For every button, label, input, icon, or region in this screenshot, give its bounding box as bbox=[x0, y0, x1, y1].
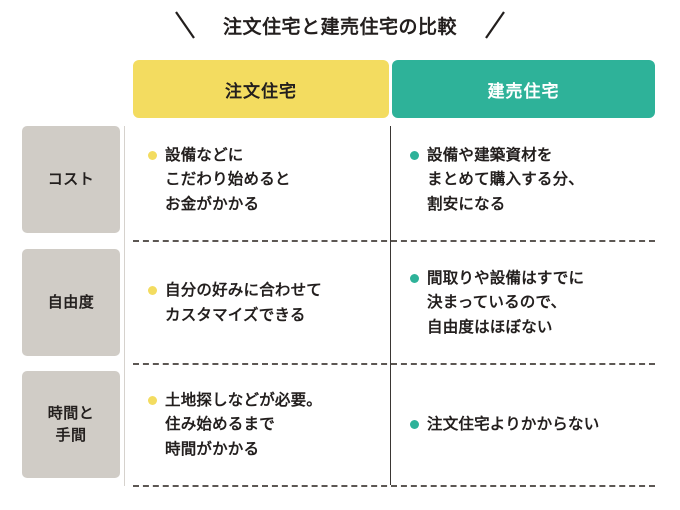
bullet-line: 設備などに bbox=[165, 145, 244, 164]
column-header-custom-home: 注文住宅 bbox=[133, 60, 389, 118]
cell-freedom-custom: 自分の好みに合わせて カスタマイズできる bbox=[148, 249, 384, 356]
vertical-divider-center bbox=[390, 126, 391, 485]
bullet-line: 割安になる bbox=[427, 194, 506, 213]
row-label-time-effort: 時間と 手間 bbox=[22, 371, 120, 478]
slash-left-icon bbox=[175, 11, 195, 39]
bullet-item: 設備や建築資材を まとめて購入する分、 割安になる bbox=[410, 143, 584, 216]
cell-time-prebuilt: 注文住宅よりかからない bbox=[410, 371, 660, 478]
cell-cost-prebuilt: 設備や建築資材を まとめて購入する分、 割安になる bbox=[410, 126, 660, 233]
bullet-line: まとめて購入する分、 bbox=[427, 170, 585, 189]
bullet-item: 自分の好みに合わせて カスタマイズできる bbox=[148, 278, 322, 327]
cell-time-custom: 土地探しなどが必要。 住み始めるまで 時間がかかる bbox=[148, 371, 384, 478]
row-label-cost: コスト bbox=[22, 126, 120, 233]
table-row: 自由度 自分の好みに合わせて カスタマイズできる 間取りや設備はすでに 決まって… bbox=[0, 249, 680, 363]
row-label-line: 時間と bbox=[47, 403, 95, 422]
bullet-line: お金がかかる bbox=[165, 194, 260, 213]
row-separator-2 bbox=[133, 363, 655, 365]
title-row: 注文住宅と建売住宅の比較 bbox=[0, 6, 680, 44]
column-header-label: 注文住宅 bbox=[225, 81, 297, 102]
row-separator-3 bbox=[133, 485, 655, 487]
row-label-line: 自由度 bbox=[47, 292, 95, 311]
column-header-prebuilt-home: 建売住宅 bbox=[392, 60, 655, 118]
row-label-freedom: 自由度 bbox=[22, 249, 120, 356]
page-title: 注文住宅と建売住宅の比較 bbox=[222, 15, 457, 38]
table-row: 時間と 手間 土地探しなどが必要。 住み始めるまで 時間がかかる 注文住宅よりか… bbox=[0, 371, 680, 485]
bullet-line: 決まっているので、 bbox=[427, 293, 567, 312]
bullet-line: 自由度はほぼない bbox=[427, 317, 553, 336]
bullet-line: 住み始めるまで bbox=[165, 415, 275, 434]
cell-freedom-prebuilt: 間取りや設備はすでに 決まっているので、 自由度はほぼない bbox=[410, 249, 660, 356]
row-label-line: コスト bbox=[47, 169, 95, 188]
vertical-divider-left bbox=[124, 126, 125, 486]
slash-right-icon bbox=[485, 11, 505, 39]
row-label-line: 手間 bbox=[55, 425, 87, 444]
bullet-line: 自分の好みに合わせて bbox=[165, 281, 323, 300]
bullet-line: 時間がかかる bbox=[165, 439, 260, 458]
bullet-line: 間取りや設備はすでに bbox=[427, 268, 585, 287]
column-header-label: 建売住宅 bbox=[487, 81, 560, 102]
bullet-item: 設備などに こだわり始めると お金がかかる bbox=[148, 143, 291, 216]
bullet-line: 設備や建築資材を bbox=[427, 145, 553, 164]
bullet-item: 間取りや設備はすでに 決まっているので、 自由度はほぼない bbox=[410, 266, 584, 339]
bullet-line: 注文住宅よりかからない bbox=[427, 415, 600, 434]
bullet-line: カスタマイズできる bbox=[165, 305, 306, 324]
bullet-item: 土地探しなどが必要。 住み始めるまで 時間がかかる bbox=[148, 388, 322, 461]
table-row: コスト 設備などに こだわり始めると お金がかかる 設備や建築資材を まとめて購… bbox=[0, 126, 680, 240]
row-separator-1 bbox=[133, 240, 655, 242]
cell-cost-custom: 設備などに こだわり始めると お金がかかる bbox=[148, 126, 384, 233]
bullet-item: 注文住宅よりかからない bbox=[410, 412, 599, 436]
bullet-line: こだわり始めると bbox=[165, 170, 291, 189]
bullet-line: 土地探しなどが必要。 bbox=[165, 390, 323, 409]
